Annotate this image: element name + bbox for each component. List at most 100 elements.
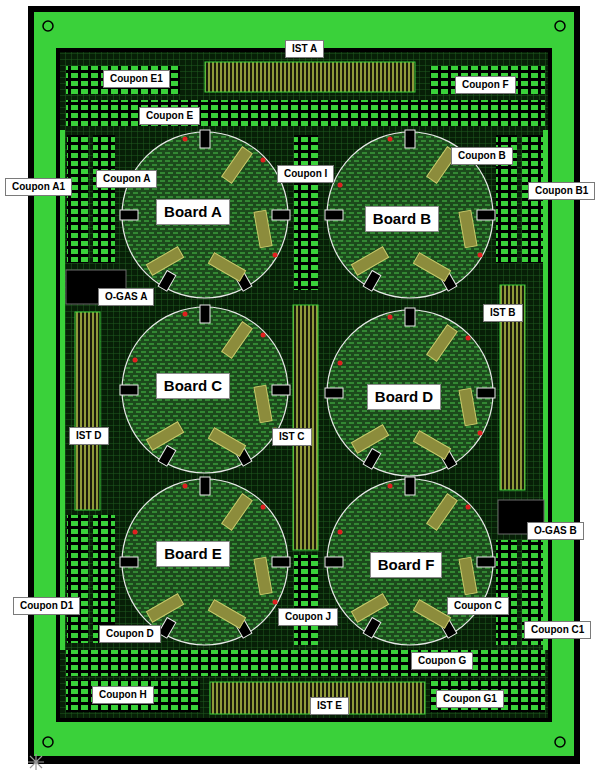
area-name: IST E	[317, 700, 342, 712]
area-label: Coupon C	[447, 597, 509, 615]
coupon-strip	[430, 66, 545, 94]
tooling-dot	[478, 431, 483, 436]
fiducial	[43, 21, 53, 31]
board-slot	[405, 308, 415, 326]
circuit-board: Board D	[327, 310, 493, 476]
connector-part	[222, 322, 252, 358]
tooling-dot	[388, 484, 393, 489]
area-name: Coupon A	[103, 173, 150, 185]
coupon-strip	[294, 135, 318, 290]
connector-part	[146, 247, 183, 275]
area-label: Coupon E	[139, 107, 200, 125]
tooling-dot	[466, 505, 471, 510]
connector-part	[459, 557, 477, 595]
connector-part	[459, 388, 477, 426]
area-name: O-GAS A	[105, 291, 147, 303]
area-name: IST C	[279, 431, 305, 443]
board-slot	[363, 618, 381, 639]
area-name: O-GAS B	[534, 525, 577, 537]
area-name: IST B	[490, 307, 516, 319]
connector-part	[459, 210, 477, 248]
board-slot	[477, 388, 495, 398]
board-slot	[325, 388, 343, 398]
area-label: IST A	[285, 40, 324, 58]
tooling-dot	[133, 530, 138, 535]
board-name: Board D	[367, 384, 441, 410]
tooling-dot	[388, 137, 393, 142]
area-name: Coupon G1	[443, 693, 497, 705]
ist-coupon	[210, 682, 425, 714]
tooling-dot	[273, 600, 278, 605]
coupon-strip	[66, 100, 545, 126]
board-slot	[120, 557, 138, 567]
board-slot	[272, 385, 290, 395]
area-label: IST D	[69, 427, 109, 445]
coupon-strip	[93, 135, 115, 263]
tooling-dot	[338, 530, 343, 535]
coupon-strip	[66, 66, 180, 94]
tooling-dot	[133, 183, 138, 188]
panel-grid	[60, 52, 548, 718]
tooling-dot	[261, 505, 266, 510]
area-label: IST B	[483, 304, 523, 322]
area-label: Coupon A1	[5, 178, 72, 196]
board-circle	[327, 132, 493, 298]
tooling-dot	[273, 253, 278, 258]
panel-border	[34, 12, 574, 756]
board-slot	[200, 305, 210, 323]
area-name: Coupon D1	[20, 600, 73, 612]
coupon-strip	[66, 680, 200, 712]
board-name: Board B	[365, 206, 439, 232]
board-slot	[272, 210, 290, 220]
board-name: Board C	[156, 373, 230, 399]
connector-part	[413, 600, 450, 628]
board-slot	[325, 210, 343, 220]
connector-part	[413, 431, 450, 459]
area-name: Coupon C1	[531, 624, 584, 636]
tooling-dot	[338, 183, 343, 188]
area-name: Coupon B	[458, 150, 506, 162]
rail-strip	[60, 130, 65, 650]
area-name: Coupon B1	[535, 185, 588, 197]
connector-part	[427, 325, 457, 361]
area-label: Coupon D	[99, 625, 161, 643]
area-name: Coupon A1	[12, 181, 65, 193]
area-name: Coupon G	[418, 655, 466, 667]
area-label: Coupon F	[455, 76, 516, 94]
board-slot	[363, 271, 381, 292]
coupon-strip	[430, 680, 545, 712]
board-circle	[122, 132, 288, 298]
area-name: Coupon D	[106, 628, 154, 640]
rail-strip	[543, 130, 548, 650]
area-label: Coupon I	[277, 165, 334, 183]
tooling-dot	[183, 137, 188, 142]
connector-part	[427, 494, 457, 530]
board-slot	[405, 130, 415, 148]
tooling-dot	[466, 336, 471, 341]
coupon-strip	[67, 135, 88, 263]
fiducial	[555, 21, 565, 31]
connector-part	[208, 253, 245, 281]
connector-part	[351, 594, 388, 622]
coupon-strip	[93, 515, 115, 643]
connector-part	[254, 210, 272, 248]
area-name: IST D	[76, 430, 102, 442]
area-name: Coupon H	[99, 689, 147, 701]
area-label: Coupon G1	[436, 690, 504, 708]
area-label: Coupon H	[92, 686, 154, 704]
connector-part	[427, 147, 457, 183]
board-slot	[477, 210, 495, 220]
board-slot	[200, 130, 210, 148]
board-slot	[200, 477, 210, 495]
connector-part	[208, 428, 245, 456]
board-slot	[120, 385, 138, 395]
panel-edge	[28, 6, 580, 764]
area-name: Coupon J	[285, 611, 331, 623]
tooling-dot	[478, 253, 483, 258]
ist-coupon	[75, 312, 100, 510]
area-label: Coupon D1	[13, 597, 80, 615]
board-name: Board F	[370, 552, 443, 578]
board-slot	[325, 557, 343, 567]
area-label: Coupon E1	[103, 70, 170, 88]
